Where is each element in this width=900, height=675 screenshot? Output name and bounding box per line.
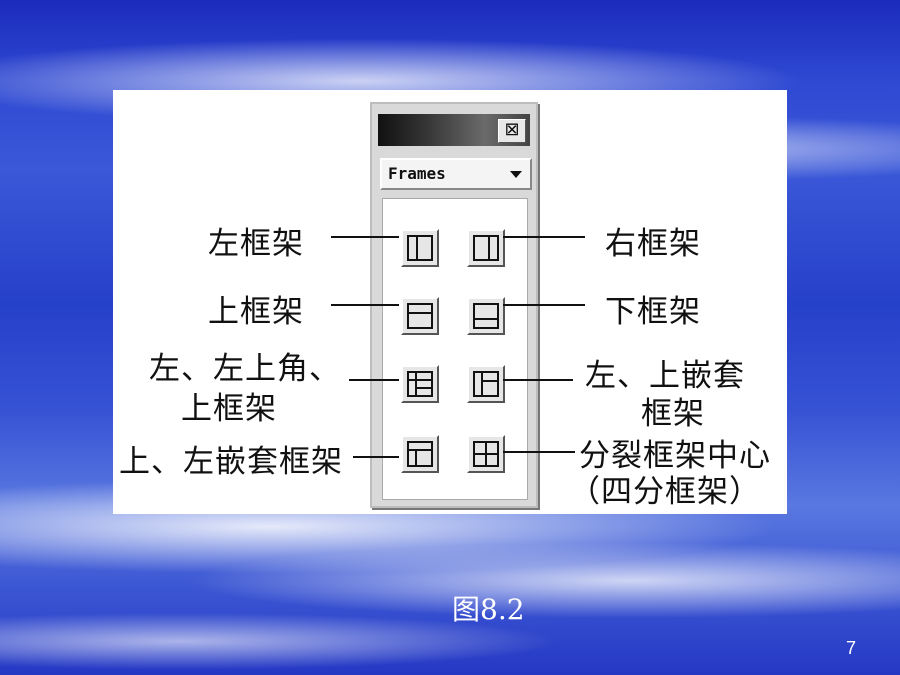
frame-left-icon (407, 235, 433, 261)
right-frame-button[interactable] (467, 229, 505, 267)
top-frame-label: 上框架 (208, 294, 304, 330)
top-frame-button[interactable] (401, 297, 439, 335)
top-left-nested-frame-button[interactable] (401, 435, 439, 473)
leader-line (503, 451, 575, 453)
panel-titlebar[interactable]: ⊠ (378, 114, 530, 146)
left-top-nested-frame-button[interactable] (467, 365, 505, 403)
split-center-frame-button[interactable] (467, 435, 505, 473)
close-button[interactable]: ⊠ (498, 119, 526, 143)
left-topleft-top-frame-button[interactable] (401, 365, 439, 403)
left-topleft-label-line2: 上框架 (181, 391, 277, 427)
frame-top-left-nested-icon (407, 441, 433, 467)
frame-left-topleft-top-icon (407, 371, 433, 397)
leader-line (331, 304, 399, 306)
frame-top-icon (407, 303, 433, 329)
leader-line (503, 304, 585, 306)
close-icon: ⊠ (504, 119, 520, 140)
bottom-frame-button[interactable] (467, 297, 505, 335)
left-top-nested-label-line1: 左、上嵌套 (585, 358, 745, 394)
figure-image: ⊠ Frames (113, 90, 787, 514)
leader-line (503, 236, 585, 238)
left-frame-label: 左框架 (208, 226, 304, 262)
chevron-down-icon (510, 171, 522, 178)
split-center-label-line2: （四分框架） (569, 474, 761, 510)
figure-caption: 图8.2 (452, 593, 525, 626)
leader-line (331, 236, 399, 238)
left-frame-button[interactable] (401, 229, 439, 267)
top-left-nested-label: 上、左嵌套框架 (119, 444, 343, 480)
left-topleft-label-line1: 左、左上角、 (149, 351, 341, 387)
split-center-label-line1: 分裂框架中心 (579, 438, 771, 474)
right-frame-label: 右框架 (605, 226, 701, 262)
frame-buttons-area (382, 198, 528, 500)
frame-bottom-icon (473, 303, 499, 329)
dropdown-value: Frames (388, 164, 446, 183)
left-top-nested-label-line2: 框架 (641, 396, 705, 432)
frame-split-center-icon (473, 441, 499, 467)
frames-dropdown[interactable]: Frames (380, 158, 532, 190)
frame-left-top-nested-icon (473, 371, 499, 397)
leader-line (349, 379, 399, 381)
frame-right-icon (473, 235, 499, 261)
leader-line (353, 456, 399, 458)
bottom-frame-label: 下框架 (605, 294, 701, 330)
page-number: 7 (846, 638, 857, 658)
leader-line (503, 379, 573, 381)
